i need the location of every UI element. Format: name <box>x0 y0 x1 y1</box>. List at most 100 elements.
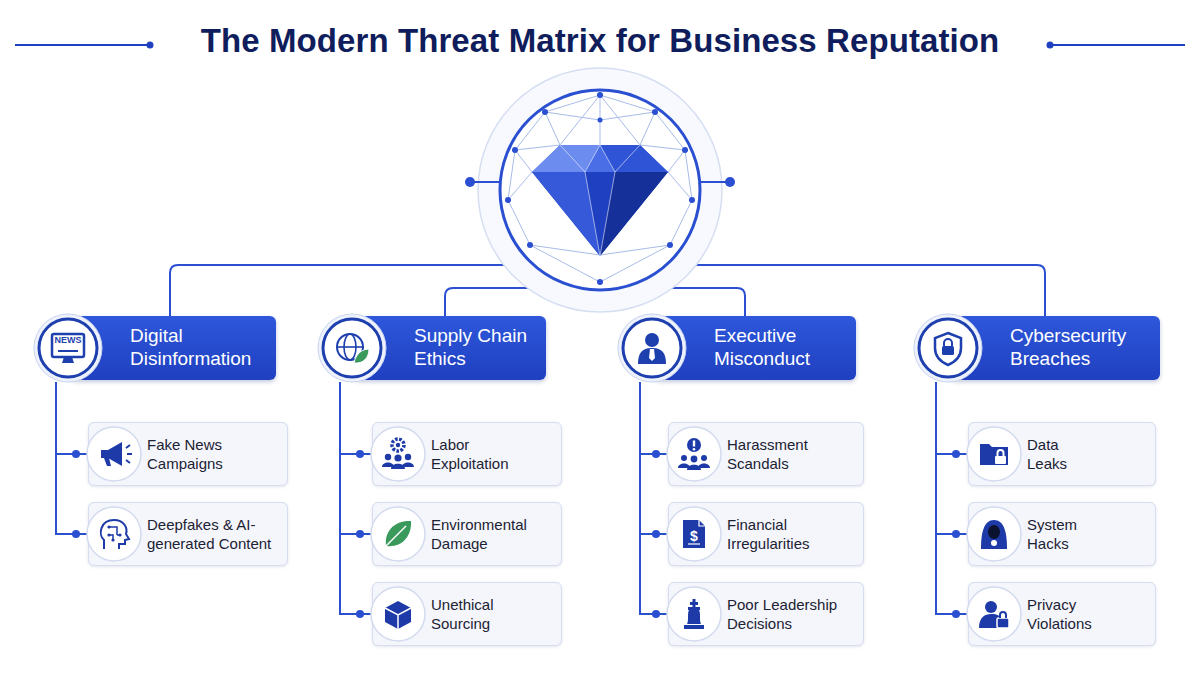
category-fill: Cybersecurity Breaches <box>950 316 1160 380</box>
tree-connector <box>340 382 372 454</box>
threat-label: System Hacks <box>1027 515 1087 554</box>
threat-label: Financial Irregularities <box>727 515 827 554</box>
gem-illustration <box>527 242 533 248</box>
text-stack: Privacy Violations <box>1027 595 1107 634</box>
category-title: Supply Chain Ethics <box>414 325 544 371</box>
threat-box: Privacy Violations <box>968 582 1156 646</box>
threat-label: Unethical Sourcing <box>431 595 521 634</box>
gem-illustration <box>597 279 603 285</box>
title-rule <box>147 42 154 49</box>
text-stack: Executive Misconduct <box>714 325 844 371</box>
gem-illustration <box>600 145 668 172</box>
gem-illustration <box>598 118 603 123</box>
gem-illustration <box>472 181 500 183</box>
tree-connector <box>640 382 668 454</box>
connector-dot <box>652 530 660 538</box>
category-box: Executive Misconduct <box>620 314 856 382</box>
gem-illustration <box>667 242 673 248</box>
gem-illustration <box>505 92 695 285</box>
gem-illustration <box>508 95 692 282</box>
category-fill: Digital Disinformation <box>70 316 276 380</box>
tree-connector <box>340 382 372 614</box>
category-title: Digital Disinformation <box>130 325 280 371</box>
gem-illustration <box>597 92 603 98</box>
hub-connector <box>692 265 1045 316</box>
category-box: Digital Disinformation <box>36 314 276 382</box>
threat-box: System Hacks <box>968 502 1156 566</box>
gem-illustration <box>652 109 658 115</box>
gem-illustration <box>478 68 722 312</box>
threat-label: Fake News Campaigns <box>147 435 242 474</box>
threat-label: Labor Exploitation <box>431 435 526 474</box>
gem-illustration <box>465 68 735 312</box>
threat-label: Data Leaks <box>1027 435 1077 474</box>
tree-connector <box>936 382 968 614</box>
tree-connector <box>56 382 88 454</box>
gem-illustration <box>585 172 615 256</box>
gem-illustration <box>505 197 511 203</box>
connector-dot <box>652 450 660 458</box>
gem-illustration <box>500 90 700 290</box>
threat-label: Privacy Violations <box>1027 595 1107 634</box>
diagram-title: The Modern Threat Matrix for Business Re… <box>0 22 1200 60</box>
gem-illustration <box>689 197 695 203</box>
category-title: Executive Misconduct <box>714 325 844 371</box>
gem-illustration <box>465 177 475 187</box>
tree-connector <box>56 382 88 534</box>
title-rule <box>1052 44 1185 46</box>
connector-dot <box>356 450 364 458</box>
gem-illustration <box>560 145 640 256</box>
category-box: Supply Chain Ethics <box>320 314 546 382</box>
icon-text: NEWS <box>55 336 82 345</box>
hub-connector <box>445 288 535 316</box>
threat-box: Labor Exploitation <box>372 422 562 486</box>
tree-connector <box>936 382 968 454</box>
threat-label: Poor Leadership Decisions <box>727 595 852 634</box>
threat-box: Unethical Sourcing <box>372 582 562 646</box>
tree-connector <box>936 382 968 534</box>
text-stack: Deepfakes & AI-generated Content <box>147 515 287 554</box>
gem-illustration <box>600 172 668 256</box>
threat-label: Harassment Scandals <box>727 435 822 474</box>
hub-connector <box>170 265 508 316</box>
gem-illustration <box>512 147 518 153</box>
text-stack: Environmental Damage <box>431 515 541 554</box>
text-stack: Labor Exploitation <box>431 435 526 474</box>
connector-dot <box>952 530 960 538</box>
threat-box: Deepfakes & AI-generated Content <box>88 502 288 566</box>
category-box: Cybersecurity Breaches <box>916 314 1160 382</box>
gem-illustration <box>532 145 668 172</box>
text-stack: Digital Disinformation <box>130 325 280 371</box>
text-stack: Harassment Scandals <box>727 435 822 474</box>
text-stack: System Hacks <box>1027 515 1087 554</box>
connector-dot <box>952 450 960 458</box>
threat-box: Fake News Campaigns <box>88 422 288 486</box>
tree-connector <box>640 382 668 534</box>
threat-box: Environmental Damage <box>372 502 562 566</box>
gem-illustration <box>542 109 548 115</box>
threat-box: Data Leaks <box>968 422 1156 486</box>
tree-connector <box>340 382 372 534</box>
gem-illustration <box>532 172 600 256</box>
text-stack: Cybersecurity Breaches <box>1010 325 1145 371</box>
title-rule <box>1047 42 1054 49</box>
gem-illustration <box>545 95 655 145</box>
connector-dot <box>356 610 364 618</box>
category-title: Cybersecurity Breaches <box>1010 325 1145 371</box>
connector-dot <box>952 610 960 618</box>
title-rule <box>15 44 148 46</box>
text-stack: Fake News Campaigns <box>147 435 242 474</box>
text-stack: Poor Leadership Decisions <box>727 595 852 634</box>
gem-illustration <box>682 147 688 153</box>
connector-dot <box>72 530 80 538</box>
tree-connector <box>640 382 668 614</box>
gem-illustration <box>515 95 685 150</box>
gem-illustration <box>725 177 735 187</box>
text-stack: Unethical Sourcing <box>431 595 521 634</box>
gem-illustration <box>532 145 600 172</box>
threat-label: Environmental Damage <box>431 515 541 554</box>
threat-box: Harassment Scandals <box>668 422 864 486</box>
icon-text: $ <box>690 529 698 543</box>
threat-label: Deepfakes & AI-generated Content <box>147 515 287 554</box>
connector-dot <box>652 610 660 618</box>
